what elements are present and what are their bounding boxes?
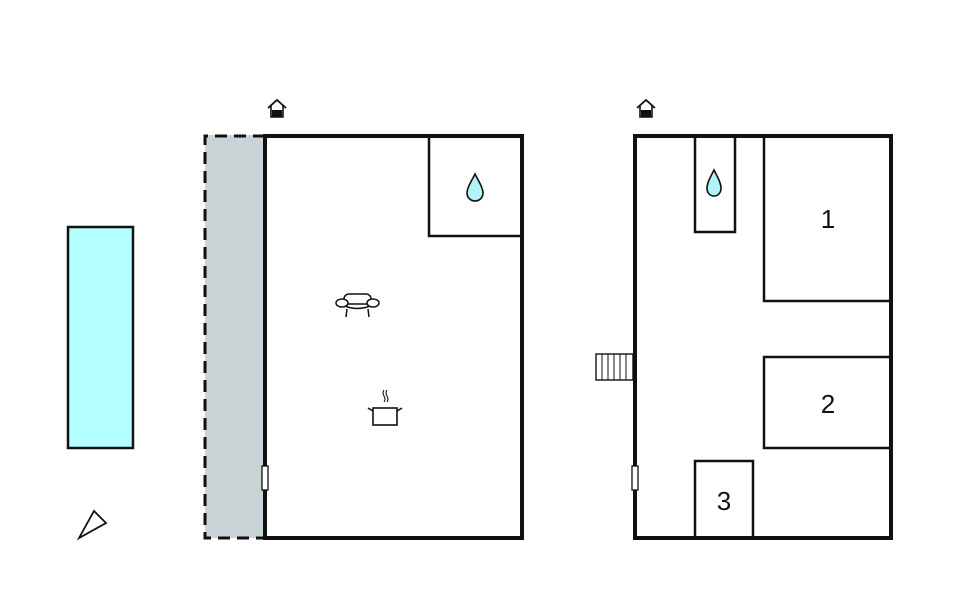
bedroom-3-label: 3	[717, 486, 731, 516]
bedroom-3: 3	[693, 459, 755, 538]
water-drop-icon	[706, 168, 722, 197]
north-arrow-icon	[76, 509, 108, 541]
water-drop-icon	[466, 172, 484, 202]
ground-floor-outer-wall	[263, 134, 524, 540]
bedroom-2-label: 2	[821, 389, 835, 419]
cooking-pot-icon	[367, 389, 403, 426]
upper-bathroom	[693, 136, 737, 234]
entrance-house-icon	[636, 98, 656, 118]
bedroom-1-label: 1	[821, 204, 835, 234]
ground-entry-door[interactable]	[261, 465, 269, 491]
upper-floor: 1 2 3	[595, 98, 893, 540]
terrace	[203, 134, 265, 540]
ground-bathroom	[427, 136, 522, 238]
bedroom-1: 1	[762, 136, 891, 303]
entrance-house-icon	[267, 98, 287, 118]
stairs	[595, 353, 634, 381]
bedroom-2: 2	[762, 355, 891, 450]
pool	[66, 225, 135, 450]
sofa-icon	[335, 293, 380, 318]
upper-entry-door[interactable]	[631, 465, 639, 491]
ground-floor	[261, 98, 524, 540]
